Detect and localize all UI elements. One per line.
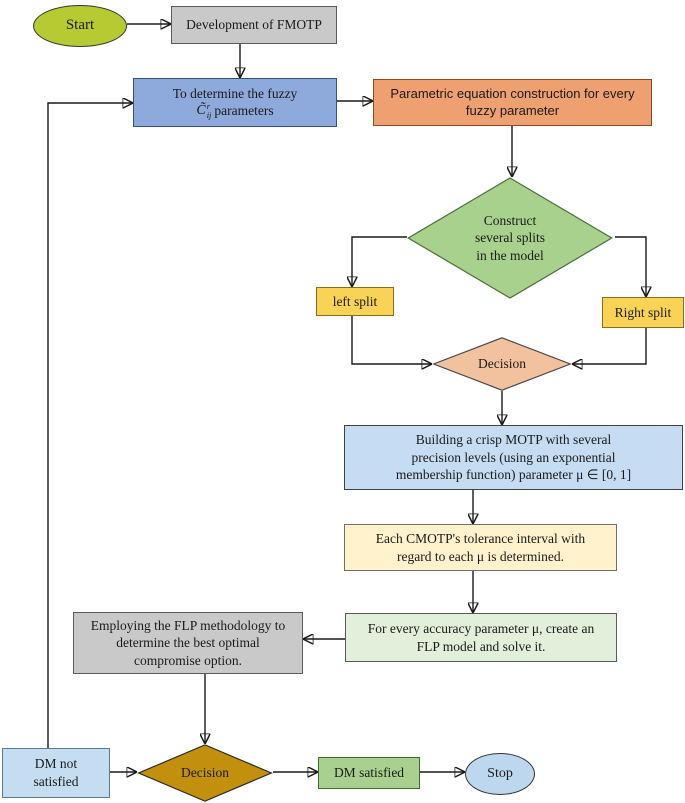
- start-label: Start: [65, 17, 95, 34]
- edge-rightsplit-to-decision: [573, 328, 647, 364]
- dm-satisfied-label: DM satisfied: [333, 765, 405, 781]
- dm-not-satisfied-label: DM not satisfied: [33, 756, 79, 789]
- dm-not-satisfied-box: DM not satisfied: [2, 748, 110, 798]
- edge-construct-to-leftsplit: [352, 236, 407, 286]
- tolerance-interval-label: Each CMOTP's tolerance interval with reg…: [375, 530, 586, 564]
- flp-methodology-label: Employing the FLP methodology to determi…: [90, 617, 286, 668]
- flp-model-box: For every accuracy parameter μ, create a…: [345, 613, 617, 662]
- fuzzy-label-line1: To determine the fuzzy: [172, 85, 298, 101]
- construct-splits-shape: [407, 177, 613, 299]
- edge-leftsplit-to-decision: [351, 316, 431, 364]
- fuzzy-label-rest: parameters: [214, 103, 274, 119]
- left-split-label: left split: [332, 293, 378, 309]
- stop-terminator: Stop: [465, 753, 535, 795]
- fuzzy-symbol: C̃: [196, 103, 206, 119]
- decision-dm-label: Decision: [181, 765, 229, 781]
- construct-splits-diamond: Construct several splits in the model: [407, 177, 613, 299]
- parametric-equation-box: Parametric equation construction for eve…: [373, 79, 652, 126]
- edge-construct-to-rightsplit: [615, 236, 646, 296]
- development-fmotp-label: Development of FMOTP: [186, 17, 322, 33]
- crisp-motp-label: Building a crisp MOTP with several preci…: [395, 432, 632, 483]
- right-split-label: Right split: [614, 304, 672, 320]
- stop-label: Stop: [487, 765, 513, 781]
- parametric-equation-label: Parametric equation construction for eve…: [390, 85, 635, 118]
- left-split-box: left split: [316, 287, 394, 316]
- decision-splits-shape: [432, 337, 572, 391]
- flp-methodology-box: Employing the FLP methodology to determi…: [73, 612, 303, 674]
- flp-model-label: For every accuracy parameter μ, create a…: [367, 620, 595, 654]
- decision-splits-label: Decision: [478, 356, 526, 372]
- start-terminator: Start: [33, 5, 127, 47]
- decision-dm-shape: [137, 744, 273, 802]
- fuzzy-symbol-sup: r: [206, 101, 210, 112]
- crisp-motp-box: Building a crisp MOTP with several preci…: [344, 425, 683, 490]
- fuzzy-symbol-sub: ij: [206, 110, 212, 121]
- tolerance-interval-box: Each CMOTP's tolerance interval with reg…: [344, 524, 617, 571]
- decision-dm-diamond: Decision: [137, 744, 273, 802]
- decision-splits-diamond: Decision: [432, 337, 572, 391]
- right-split-box: Right split: [602, 297, 684, 328]
- development-fmotp-box: Development of FMOTP: [171, 6, 337, 44]
- dm-satisfied-box: DM satisfied: [318, 757, 420, 789]
- construct-splits-label: Construct several splits in the model: [474, 212, 546, 263]
